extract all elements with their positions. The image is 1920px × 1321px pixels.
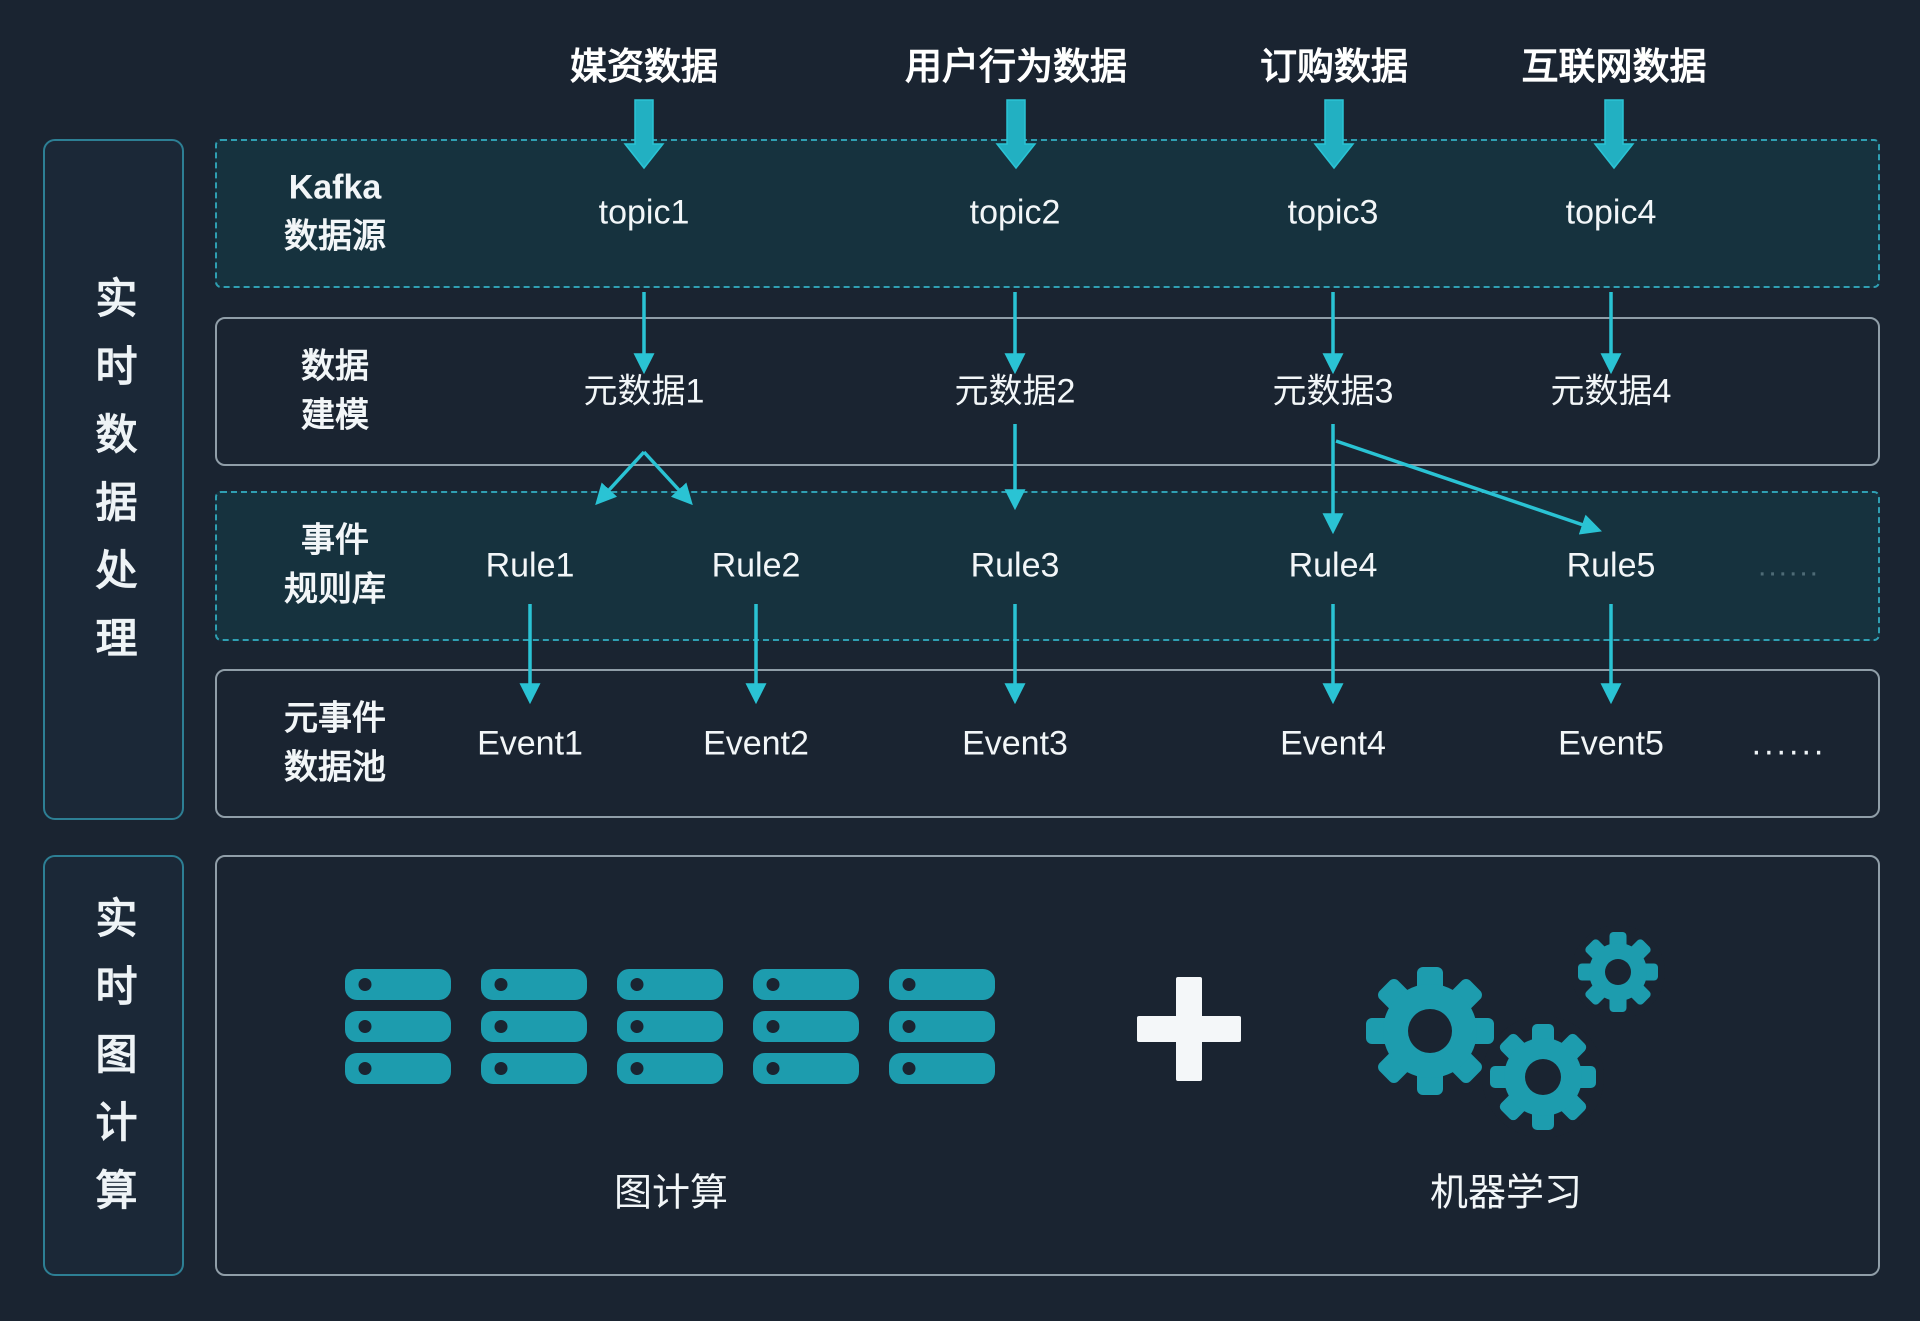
event-item: Event5 (1558, 724, 1664, 763)
rule-item: Rule1 (485, 546, 575, 585)
rules-panel-label-line1: 事件 (301, 521, 369, 560)
kafka-panel-label-line2: 数据源 (284, 218, 386, 256)
events-panel-label-line1: 元事件 (284, 699, 386, 738)
rule-item: Rule3 (970, 546, 1060, 585)
kafka-topic: topic1 (598, 193, 690, 232)
event-item: Event2 (703, 724, 809, 763)
kafka-topic: topic4 (1565, 193, 1657, 232)
data-modeling-panel (215, 317, 1880, 466)
source-label-behavior: 用户行为数据 (905, 46, 1127, 87)
graph-computing-panel (215, 855, 1880, 1276)
meta-event-pool-panel (215, 669, 1880, 818)
source-label-order: 订购数据 (1260, 46, 1408, 87)
modeling-panel-label-line1: 数据 (301, 347, 369, 386)
modeling-panel-label: 数据 建模 (301, 343, 369, 442)
kafka-topic: topic3 (1287, 193, 1379, 232)
event-item: Event1 (477, 724, 583, 763)
sidebar-realtime-graph-computing: 实时图计算 (43, 855, 184, 1276)
source-label-internet: 互联网数据 (1521, 46, 1707, 87)
rule-item: Rule5 (1566, 546, 1656, 585)
plus-icon (1137, 977, 1241, 1081)
graph-computing-label: 图计算 (613, 1172, 729, 1215)
rules-ellipsis: ...... (1757, 549, 1821, 583)
modeling-panel-label-line2: 建模 (301, 397, 369, 435)
sidebar-realtime-data-processing: 实时数据处理 (43, 139, 184, 820)
kafka-panel-label: Kafka 数据源 (284, 164, 386, 263)
events-ellipsis: ...... (1751, 724, 1827, 763)
metadata-item: 元数据4 (1550, 372, 1672, 411)
machine-learning-label: 机器学习 (1429, 1172, 1583, 1215)
events-panel-label: 元事件 数据池 (284, 695, 386, 794)
sidebar-label-realtime-data-processing: 实时数据处理 (90, 275, 137, 684)
events-panel-label-line2: 数据池 (284, 749, 386, 787)
rule-item: Rule4 (1288, 546, 1378, 585)
event-rules-panel (215, 491, 1880, 641)
rules-panel-label: 事件 规则库 (284, 517, 386, 616)
source-label-media: 媒资数据 (570, 46, 718, 87)
event-item: Event4 (1280, 724, 1386, 763)
kafka-topic: topic2 (969, 193, 1061, 232)
metadata-item: 元数据2 (954, 372, 1076, 411)
metadata-item: 元数据1 (583, 372, 705, 411)
kafka-panel-label-line1: Kafka (288, 168, 382, 207)
event-item: Event3 (962, 724, 1068, 763)
rule-item: Rule2 (711, 546, 801, 585)
rules-panel-label-line2: 规则库 (284, 571, 386, 609)
sidebar-label-realtime-graph-computing: 实时图计算 (90, 895, 137, 1236)
plus-vertical-bar (1176, 977, 1202, 1081)
metadata-item: 元数据3 (1272, 372, 1394, 411)
